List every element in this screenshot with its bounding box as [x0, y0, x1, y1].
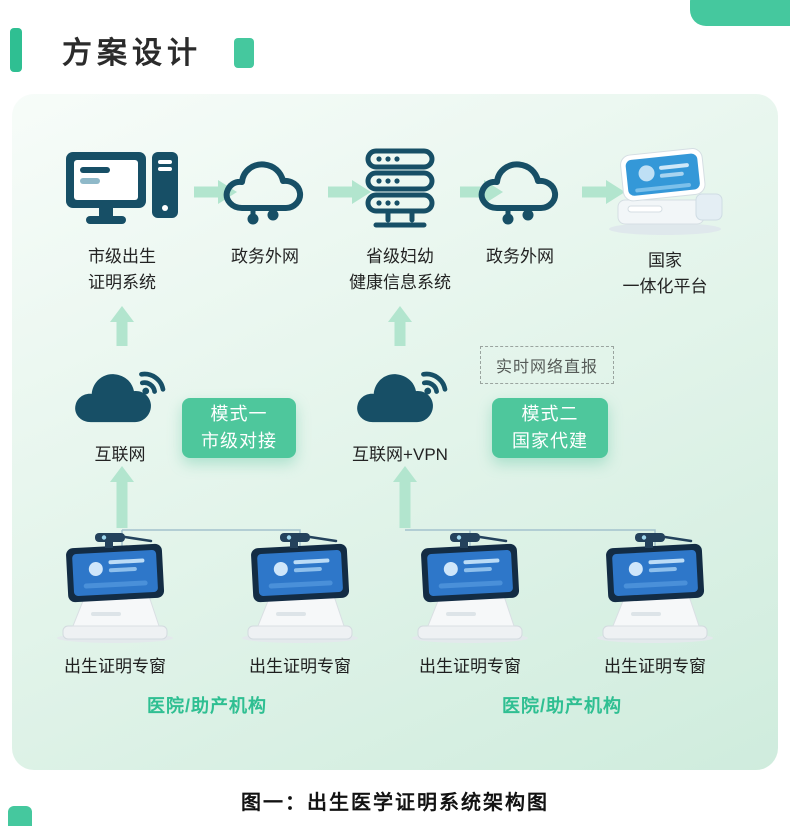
device-window-label: 出生证明专窗 — [249, 657, 351, 676]
label-line: 证明系统 — [88, 272, 156, 292]
computer-icon — [66, 152, 178, 224]
label-line: 政务外网 — [486, 247, 554, 266]
label-line: 一体化平台 — [622, 276, 708, 296]
mode-two-badge: 模式二 国家代建 — [492, 398, 608, 458]
device-window-label: 出生证明专窗 — [604, 657, 706, 676]
node-label-gov-network-2: 政务外网 — [445, 244, 595, 270]
arrow-up-icon — [393, 466, 417, 528]
title-accent-bar — [10, 28, 22, 72]
label-line: 政务外网 — [231, 247, 299, 266]
badge-line: 模式二 — [521, 404, 579, 424]
label-line: 省级妇幼 — [366, 247, 434, 266]
internet-vpn-cloud-icon — [357, 371, 448, 423]
kiosk-terminal-icon — [242, 533, 358, 643]
corner-decoration-top-right — [690, 0, 790, 26]
label-line: 市级出生 — [88, 247, 156, 266]
kiosk-terminal-icon — [597, 533, 713, 643]
architecture-diagram-card: 市级出生 证明系统 政务外网 省级妇幼 健康信息系统 政务外网 国家 一体化平台… — [12, 94, 778, 770]
label-line: 互联网 — [94, 445, 146, 464]
label-line: 互联网+VPN — [352, 445, 448, 464]
arrow-up-icon — [388, 306, 412, 346]
internet-cloud-label: 互联网 — [60, 442, 180, 468]
arrow-right-icon — [328, 180, 371, 204]
corner-decoration-bottom-left — [8, 806, 32, 826]
server-icon — [365, 148, 435, 228]
internet-cloud-icon — [75, 371, 166, 423]
arrow-up-icon — [110, 466, 134, 528]
badge-line: 市级对接 — [201, 431, 277, 451]
figure-caption: 图一：出生医学证明系统架构图 — [241, 792, 549, 814]
kiosk-terminal-icon — [57, 533, 173, 643]
org-label-hospital: 医院/助产机构 — [146, 696, 267, 716]
arrow-right-icon — [582, 180, 625, 204]
title-accent-square — [234, 38, 254, 68]
page-title: 方案设计 — [62, 37, 202, 70]
kiosk-terminal-icon — [412, 533, 528, 643]
device-window-label: 出生证明专窗 — [64, 657, 166, 676]
realtime-report-note: 实时网络直报 — [480, 346, 615, 384]
badge-line: 国家代建 — [512, 431, 588, 451]
gov-network-cloud-icon — [478, 161, 559, 225]
org-label-hospital: 医院/助产机构 — [501, 696, 622, 716]
device-window-label: 出生证明专窗 — [419, 657, 521, 676]
label-line: 国家 — [648, 251, 682, 270]
node-label-national-platform: 国家 一体化平台 — [590, 248, 740, 299]
arrow-up-icon — [110, 306, 134, 346]
internet-vpn-cloud-label: 互联网+VPN — [320, 442, 480, 468]
node-label-city-system: 市级出生 证明系统 — [47, 244, 197, 295]
node-label-provincial-system: 省级妇幼 健康信息系统 — [315, 244, 485, 295]
mode-one-badge: 模式一 市级对接 — [182, 398, 296, 458]
gov-network-cloud-icon — [223, 161, 304, 225]
label-line: 健康信息系统 — [349, 272, 451, 292]
node-label-gov-network-1: 政务外网 — [190, 244, 340, 270]
national-platform-device-icon — [609, 148, 723, 235]
badge-line: 模式一 — [210, 404, 268, 424]
